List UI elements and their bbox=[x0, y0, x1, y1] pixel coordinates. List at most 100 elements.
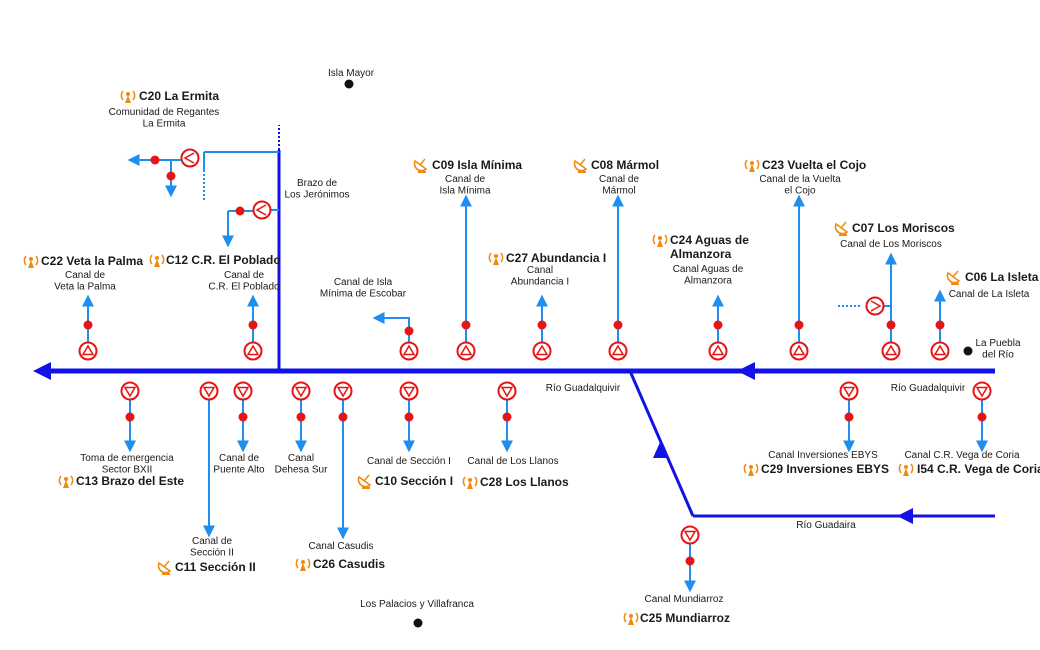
c12-station bbox=[243, 341, 263, 361]
antenna-icon bbox=[652, 234, 668, 247]
c06-station bbox=[930, 341, 950, 361]
c24-station bbox=[708, 341, 728, 361]
antenna-icon bbox=[120, 90, 136, 103]
dish-bowl bbox=[573, 159, 588, 172]
escobar-canal bbox=[372, 312, 410, 351]
c12-code: C12 C.R. El Poblado bbox=[166, 253, 281, 267]
antenna-icon bbox=[743, 463, 759, 476]
antenna-mast bbox=[28, 260, 34, 268]
antenna-mast bbox=[903, 468, 909, 476]
triangle-down-icon bbox=[402, 386, 416, 398]
river-label-brazo: Brazo de bbox=[297, 178, 337, 189]
c13-desc: Sector BXII bbox=[102, 465, 153, 476]
antenna-wave-right bbox=[635, 612, 639, 623]
c25-station bbox=[680, 525, 700, 545]
c10-valve bbox=[404, 412, 414, 422]
puente-alto-station bbox=[233, 381, 253, 401]
dish-feed bbox=[419, 158, 426, 166]
c26-station bbox=[333, 381, 353, 401]
c23-desc: el Cojo bbox=[784, 186, 816, 197]
i54-code: I54 C.R. Vega de Coria bbox=[917, 462, 1040, 476]
town-label-palacios: Los Palacios y Villafranca bbox=[360, 599, 474, 610]
c23-code: C23 Vuelta el Cojo bbox=[762, 158, 866, 172]
antenna-head bbox=[64, 477, 68, 481]
pump-ring bbox=[865, 296, 885, 316]
satellite-dish-icon bbox=[413, 158, 428, 173]
antenna-wave-left bbox=[120, 90, 124, 101]
puente-alto-valve bbox=[238, 412, 248, 422]
puente-alto-label: Canal de bbox=[219, 453, 259, 464]
antenna-wave-left bbox=[295, 558, 299, 569]
satellite-dish-icon bbox=[573, 158, 588, 173]
triangle-down-icon bbox=[842, 386, 856, 398]
antenna-head bbox=[904, 465, 908, 469]
antenna-wave-left bbox=[462, 476, 466, 487]
c22-desc: Veta la Palma bbox=[54, 282, 116, 293]
river-arrow-main-right bbox=[737, 362, 755, 380]
antenna-head bbox=[468, 478, 472, 482]
triangle-down-icon bbox=[683, 530, 697, 542]
ermita-valve-2 bbox=[166, 171, 176, 181]
c25-desc: Canal Mundiarroz bbox=[645, 594, 724, 605]
escobar-valve bbox=[404, 326, 414, 336]
triangle-up-icon bbox=[535, 344, 549, 356]
river-label-brazo: Los Jerónimos bbox=[284, 190, 349, 201]
c22-station bbox=[78, 341, 98, 361]
c28-station bbox=[497, 381, 517, 401]
triangle-up-icon bbox=[459, 344, 473, 356]
c24-valve bbox=[713, 320, 723, 330]
c10-code: C10 Sección I bbox=[375, 474, 453, 488]
triangle-down-icon bbox=[202, 386, 216, 398]
antenna-wave-right bbox=[35, 255, 39, 266]
c13-code: C13 Brazo del Este bbox=[76, 474, 184, 488]
c20-desc: La Ermita bbox=[143, 119, 186, 130]
antenna-icon bbox=[744, 159, 760, 172]
moriscos-pump bbox=[865, 296, 885, 316]
antenna-head bbox=[155, 256, 159, 260]
c10-desc: Canal de Sección I bbox=[367, 456, 451, 467]
c25-code: C25 Mundiarroz bbox=[640, 611, 730, 625]
poblado-valve bbox=[235, 206, 245, 216]
antenna-wave-right bbox=[500, 252, 504, 263]
c09-code: C09 Isla Mínima bbox=[432, 158, 522, 172]
dehesa-sur-label: Dehesa Sur bbox=[275, 465, 328, 476]
ermita-valve-1 bbox=[150, 155, 160, 165]
c11-desc: Canal de bbox=[192, 536, 232, 547]
c08-valve bbox=[613, 320, 623, 330]
antenna-wave-right bbox=[910, 463, 914, 474]
triangle-up-icon bbox=[81, 344, 95, 356]
antenna-head bbox=[750, 161, 754, 165]
antenna-wave-left bbox=[744, 159, 748, 170]
dish-feed bbox=[579, 158, 586, 166]
town-label-puebla: La Puebla bbox=[975, 338, 1020, 349]
c27-desc: Abundancia I bbox=[511, 277, 569, 288]
c27-code: C27 Abundancia I bbox=[506, 251, 606, 265]
escobar-label: Mínima de Escobar bbox=[320, 289, 407, 300]
c11-code: C11 Sección II bbox=[175, 560, 256, 574]
c29-station bbox=[839, 381, 859, 401]
dehesa-sur-station bbox=[291, 381, 311, 401]
c22-code: C22 Veta la Palma bbox=[41, 254, 143, 268]
antenna-mast bbox=[628, 617, 634, 625]
c28-valve bbox=[502, 412, 512, 422]
c06-valve bbox=[935, 320, 945, 330]
antenna-wave-right bbox=[132, 90, 136, 101]
c13-station bbox=[120, 381, 140, 401]
c06-desc: Canal de La Isleta bbox=[949, 289, 1030, 300]
c12-desc: Canal de bbox=[224, 270, 264, 281]
c13-valve bbox=[125, 412, 135, 422]
triangle-up-icon bbox=[246, 344, 260, 356]
triangle-down-icon bbox=[294, 386, 308, 398]
c08-station bbox=[608, 341, 628, 361]
antenna-wave-right bbox=[755, 463, 759, 474]
antenna-mast bbox=[749, 164, 755, 172]
dish-bowl bbox=[357, 475, 372, 488]
antenna-mast bbox=[125, 95, 131, 103]
antenna-wave-right bbox=[307, 558, 311, 569]
antenna-head bbox=[749, 465, 753, 469]
antenna-mast bbox=[467, 481, 473, 489]
c09-desc: Canal de bbox=[445, 174, 485, 185]
c27-station bbox=[532, 341, 552, 361]
dish-bowl bbox=[157, 561, 172, 574]
